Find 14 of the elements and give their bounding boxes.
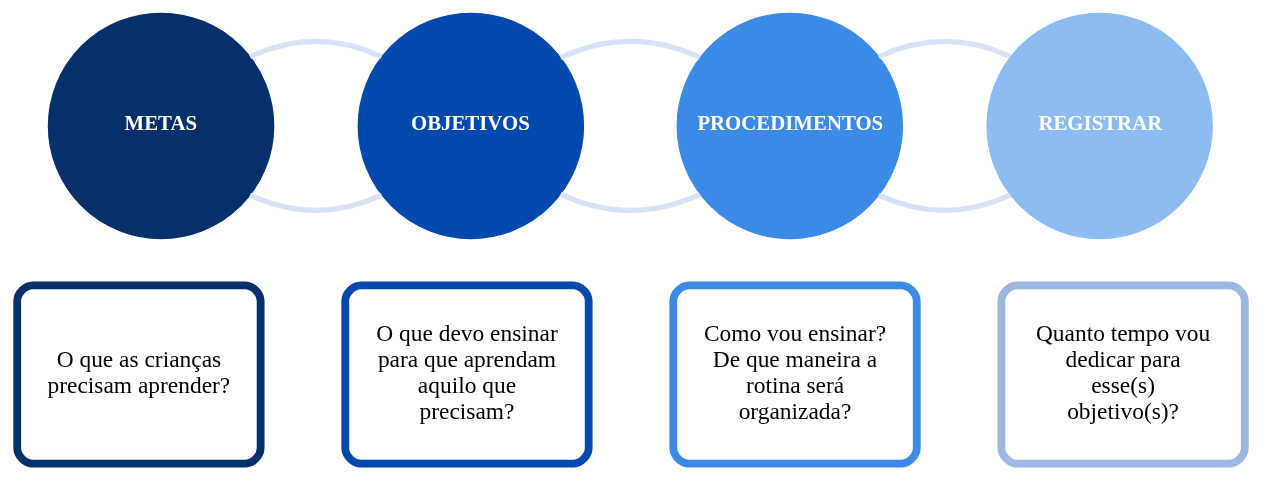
connector bbox=[877, 192, 1012, 213]
node-box: Quanto tempo vou dedicar para esse(s) objetivo(s)? bbox=[997, 281, 1249, 468]
node-circle: PROCEDIMENTOS bbox=[676, 12, 904, 240]
node-circle: REGISTRAR bbox=[986, 12, 1213, 240]
node-box: O que as crianças precisam aprender? bbox=[13, 281, 265, 468]
connector bbox=[559, 38, 701, 60]
node-circle: METAS bbox=[47, 12, 275, 240]
connector bbox=[559, 191, 701, 213]
node-box: Como vou ensinar? De que maneira a rotina será organizada? bbox=[669, 281, 921, 468]
connector bbox=[249, 38, 383, 60]
connector bbox=[249, 192, 383, 213]
node-circle: OBJETIVOS bbox=[357, 12, 585, 240]
connector bbox=[877, 38, 1012, 60]
node-box: O que devo ensinar para que aprendam aquilo que precisam? bbox=[341, 281, 593, 468]
